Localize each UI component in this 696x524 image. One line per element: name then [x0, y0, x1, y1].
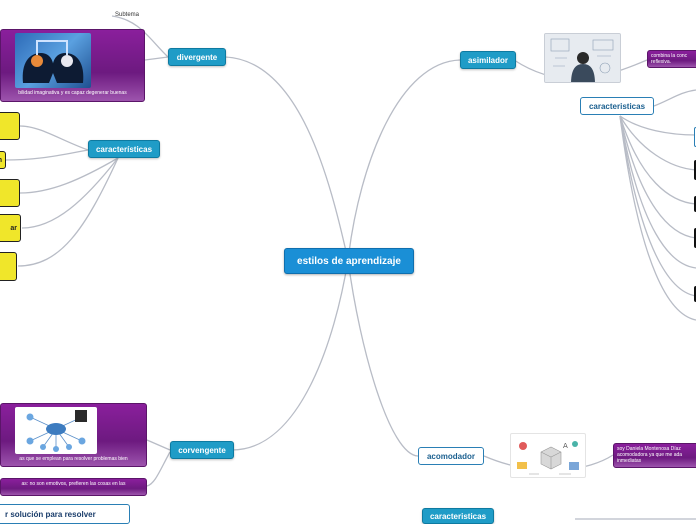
divergente-caracteristicas-label: características [95, 144, 153, 154]
acomodador-note-card[interactable]: soy Daniela Montenosa Díaz acomodadora y… [613, 443, 696, 468]
link-asim-char-2 [619, 115, 696, 136]
link-div-char-y2 [3, 149, 89, 161]
asimilador-image[interactable] [544, 33, 621, 83]
convengente-note2-card[interactable]: as: no son emotivos, prefieren las cosas… [0, 478, 147, 496]
divergente-caracteristicas[interactable]: características [88, 140, 160, 158]
link-center-asimilador [347, 59, 461, 261]
asimilador-note-card[interactable]: combina la conc reflexiva. [647, 50, 696, 68]
topic-asimilador-label: asimilador [467, 55, 508, 65]
link-div-char-y4 [21, 157, 119, 229]
asimilador-caracteristicas[interactable]: caracteristicas [580, 97, 654, 115]
acomodador-note-text: soy Daniela Montenosa Díaz acomodadora y… [617, 446, 683, 464]
yellow-item-4-label: ar [10, 224, 17, 232]
topic-divergente[interactable]: divergente [168, 48, 226, 66]
link-conv-note1 [146, 439, 171, 451]
asimilador-caracteristicas-label: caracteristicas [588, 101, 646, 111]
yellow-item-4[interactable]: ar [0, 214, 21, 242]
divergente-note-card[interactable]: bilidad imaginativa y es capaz degenerar… [0, 29, 145, 102]
convengente-solution-label: r solución para resolver [5, 509, 96, 519]
divergente-note-text: bilidad imaginativa y es capaz degenerar… [18, 90, 127, 96]
topic-asimilador[interactable]: asimilador [460, 51, 516, 69]
acomodador-caracteristicas-label: caracteristicas [429, 511, 487, 521]
asim-item-tab-4[interactable] [694, 228, 696, 248]
topic-acomodador[interactable]: acomodador [418, 447, 484, 465]
link-conv-note2 [146, 451, 171, 487]
link-asim-char-1 [653, 89, 696, 107]
link-div-char-y5 [17, 157, 119, 267]
central-topic[interactable]: estilos de aprendizaje [284, 248, 414, 274]
heads-brain-icon [22, 40, 84, 83]
asim-item-tab-1[interactable] [694, 127, 696, 147]
yellow-item-2[interactable]: n [0, 151, 6, 169]
central-topic-label: estilos de aprendizaje [297, 255, 401, 267]
topic-acomodador-label: acomodador [426, 451, 475, 461]
asimilador-note-text: combina la conc reflexiva. [651, 53, 688, 65]
yellow-item-3[interactable] [0, 179, 20, 207]
asim-item-tab-2[interactable] [694, 160, 696, 180]
link-asim-char-3 [619, 115, 696, 171]
link-asim-char-7 [619, 115, 696, 297]
acomodador-image[interactable]: A [510, 433, 586, 478]
topic-convengente-label: corvengente [178, 445, 226, 455]
convengente-solution[interactable]: r solución para resolver [0, 504, 130, 524]
convengente-note2-text: as: no son emotivos, prefieren las cosas… [21, 481, 126, 487]
asim-item-tab-3[interactable] [694, 196, 696, 212]
topic-convengente[interactable]: corvengente [170, 441, 234, 459]
subtema-label[interactable]: Subtema [115, 12, 140, 18]
network-hub-icon [26, 410, 87, 452]
convengente-note1-text: as que se emplean para resolver problema… [19, 456, 128, 462]
svg-text:A: A [563, 442, 568, 450]
acomodador-caracteristicas[interactable]: caracteristicas [422, 508, 494, 524]
topic-divergente-label: divergente [176, 52, 218, 62]
link-div-char-y3 [19, 157, 119, 194]
link-asim-char-6 [619, 115, 696, 269]
link-div-char-y1 [19, 125, 89, 151]
link-asim-char-5 [619, 115, 696, 239]
convengente-image [15, 407, 97, 454]
asim-item-tab-5[interactable] [694, 286, 696, 302]
yellow-item-5[interactable] [0, 252, 17, 281]
yellow-item-2-label: n [0, 157, 2, 164]
divergente-image [15, 33, 91, 88]
person-whiteboard-icon [545, 34, 620, 82]
link-center-acomodador [347, 259, 419, 457]
link-divergente-note [144, 56, 169, 61]
link-center-convengente [231, 259, 349, 451]
link-asim-char-4 [619, 115, 696, 205]
yellow-item-1[interactable] [0, 112, 20, 140]
convengente-note-card[interactable]: as que se emplean para resolver problema… [0, 403, 147, 467]
link-center-divergente [224, 56, 349, 261]
learning-icons: A [517, 441, 579, 475]
link-asim-char-8 [619, 115, 696, 321]
